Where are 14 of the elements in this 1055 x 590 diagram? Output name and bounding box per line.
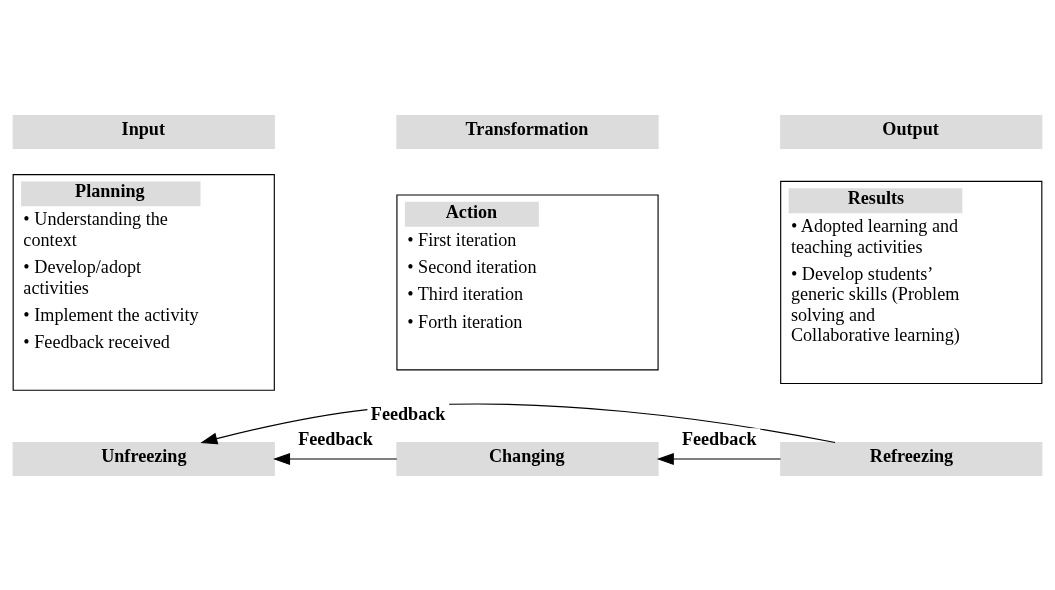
node-box: Input: [12, 114, 275, 149]
node-box: Unfreezing: [12, 441, 275, 476]
arrow: [656, 452, 782, 465]
node-box: Changing: [396, 441, 659, 476]
edge-label: Feedback: [370, 403, 446, 424]
node-box: Action • First iteration • Second iteration • Third iteration • Forth iteration: [396, 193, 659, 370]
edge-label: Feedback: [681, 428, 757, 449]
node-box: Output: [780, 114, 1043, 149]
node-box: Results • Adopted learning and teaching activities • Develop students’ generic skills (Problem solving and Collaborative learning): [780, 180, 1043, 384]
arrow: [273, 452, 398, 465]
edge-label: Feedback: [298, 428, 373, 449]
node-box: Transformation: [396, 114, 659, 149]
node-box: Planning • Understanding the context • Develop/adopt activities • Implement the activity • Feedback received: [12, 173, 275, 391]
node-box: Refreezing: [780, 441, 1043, 476]
